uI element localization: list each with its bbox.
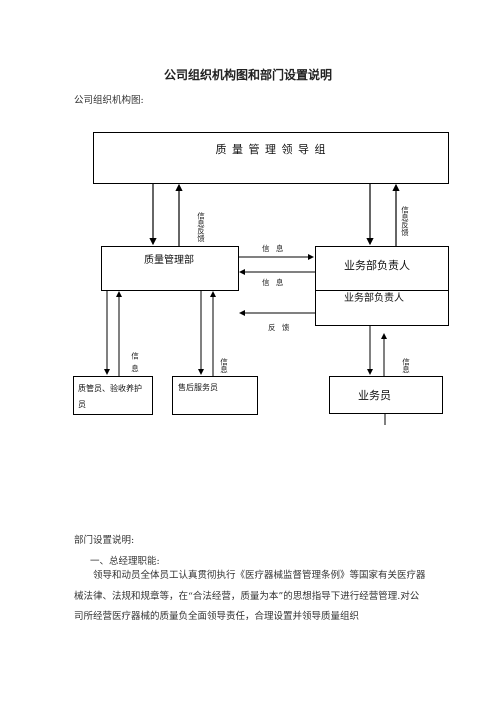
salesperson-box: 业务员 xyxy=(329,376,443,414)
qa-staff-label: 质管员、验收养护员 xyxy=(78,384,142,409)
info-label-top: 信 息 xyxy=(262,244,286,253)
feedback-label-horizontal: 反 馈 xyxy=(268,323,292,332)
feedback-label-left: 信息反馈 xyxy=(196,212,206,242)
item-heading-1: 一、总经理职能: xyxy=(90,556,160,567)
quality-dept-label: 质量管理部 xyxy=(144,255,194,266)
info-label-aftersales: 信息 xyxy=(219,358,229,373)
business-head-label: 业务部负责人 xyxy=(344,259,410,272)
document-title: 公司组织机构图和部门设置说明 xyxy=(163,68,332,82)
leadership-group-box: 质 量 管 理 领 导 组 xyxy=(93,132,449,184)
after-sales-label: 售后服务员 xyxy=(178,383,218,392)
after-sales-box: 售后服务员 xyxy=(172,376,258,415)
leadership-group-label: 质 量 管 理 领 导 组 xyxy=(215,143,327,156)
feedback-label-right: 信息反馈 xyxy=(400,206,410,236)
business-head-box: 业务部负责人 xyxy=(315,246,449,291)
salesperson-label: 业务员 xyxy=(358,389,391,402)
info-label-mid: 信 息 xyxy=(262,278,286,287)
paragraph-1: 领导和动员全体员工认真贯彻执行《医疗器械监督管理条例》等国家有关医疗器械法律、法… xyxy=(74,570,426,622)
section-heading: 部门设置说明: xyxy=(74,535,135,546)
info-label-sales: 信息 xyxy=(401,358,411,373)
business-head-shadow-label: 业务部负责人 xyxy=(344,293,404,304)
info-label-qa: 信息 xyxy=(130,352,140,377)
org-chart-caption: 公司组织机构图: xyxy=(74,95,144,106)
qa-staff-box: 质管员、验收养护员 xyxy=(73,376,153,415)
quality-dept-box: 质量管理部 xyxy=(101,246,239,291)
